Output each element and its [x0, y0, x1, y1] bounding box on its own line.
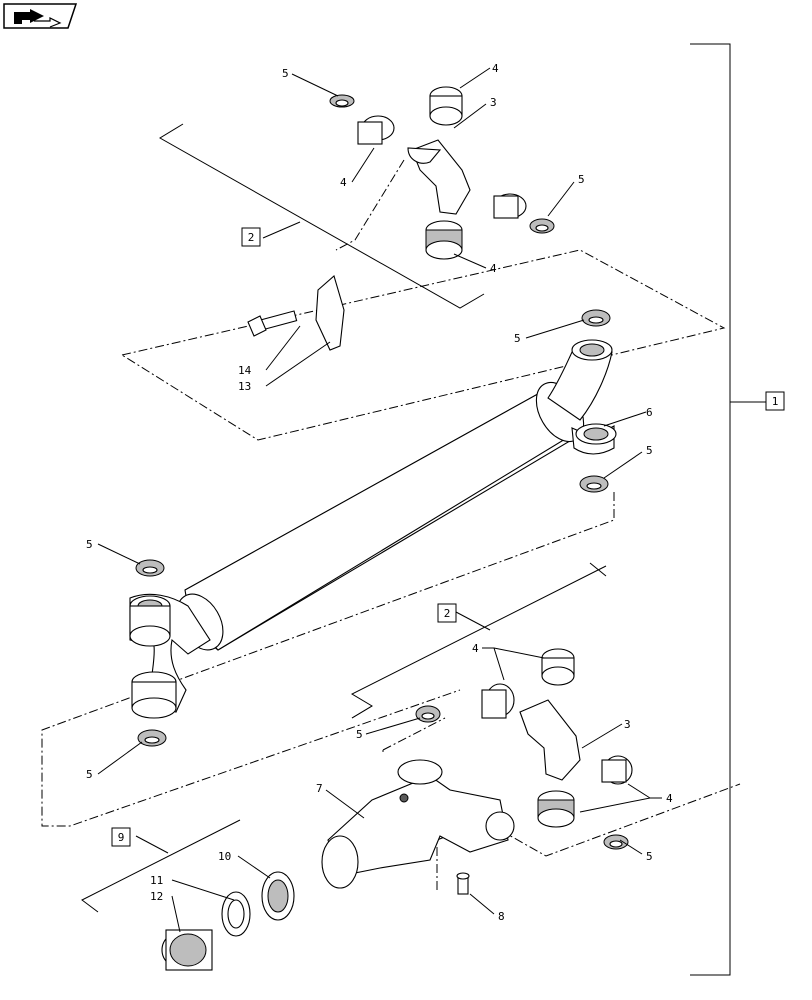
clamp-and-bolt — [247, 275, 345, 351]
callout-1: 1 — [772, 395, 779, 408]
callout-5c: 5 — [514, 332, 521, 345]
snap-rings — [135, 94, 629, 850]
callout-10: 10 — [218, 850, 231, 863]
top-yoke — [547, 339, 617, 455]
callout-5d: 5 — [646, 444, 653, 457]
callout-5b: 5 — [578, 173, 585, 186]
slip-yoke — [321, 759, 515, 889]
callout-5e: 5 — [86, 538, 93, 551]
callout-4c: 4 — [490, 262, 497, 275]
callout-4a: 4 — [492, 62, 499, 75]
callout-13: 13 — [238, 380, 251, 393]
callout-box-2b: 2 — [437, 603, 457, 623]
callout-8: 8 — [498, 910, 505, 923]
callout-4b: 4 — [340, 176, 347, 189]
grease-fitting — [456, 872, 470, 895]
callout-5h: 5 — [646, 850, 653, 863]
callout-5a: 5 — [282, 67, 289, 80]
callout-2b: 2 — [444, 607, 451, 620]
callout-12: 12 — [150, 890, 163, 903]
callout-4d: 4 — [472, 642, 479, 655]
callout-6: 6 — [646, 406, 653, 419]
callout-2a: 2 — [248, 231, 255, 244]
callout-5f: 5 — [86, 768, 93, 781]
callout-box-1: 1 — [765, 391, 785, 411]
assembly-bracket — [690, 43, 766, 976]
callout-4e: 4 — [666, 792, 673, 805]
driveshaft-tube — [176, 381, 587, 651]
callout-box-9: 9 — [111, 827, 131, 847]
leader-lines — [97, 67, 662, 933]
callout-3b: 3 — [624, 718, 631, 731]
callout-7: 7 — [316, 782, 323, 795]
callout-14: 14 — [238, 364, 252, 377]
callout-3a: 3 — [490, 96, 497, 109]
kit-planes — [81, 123, 607, 913]
callout-11: 11 — [150, 874, 163, 887]
spline-parts — [161, 871, 295, 971]
callout-box-2a: 2 — [241, 227, 261, 247]
callout-9: 9 — [118, 831, 125, 844]
callout-5g: 5 — [356, 728, 363, 741]
left-yoke — [129, 593, 211, 719]
bottom-cross-kit — [481, 648, 633, 828]
arrow-page-icon[interactable] — [3, 3, 78, 29]
top-cross-kit — [357, 86, 527, 260]
